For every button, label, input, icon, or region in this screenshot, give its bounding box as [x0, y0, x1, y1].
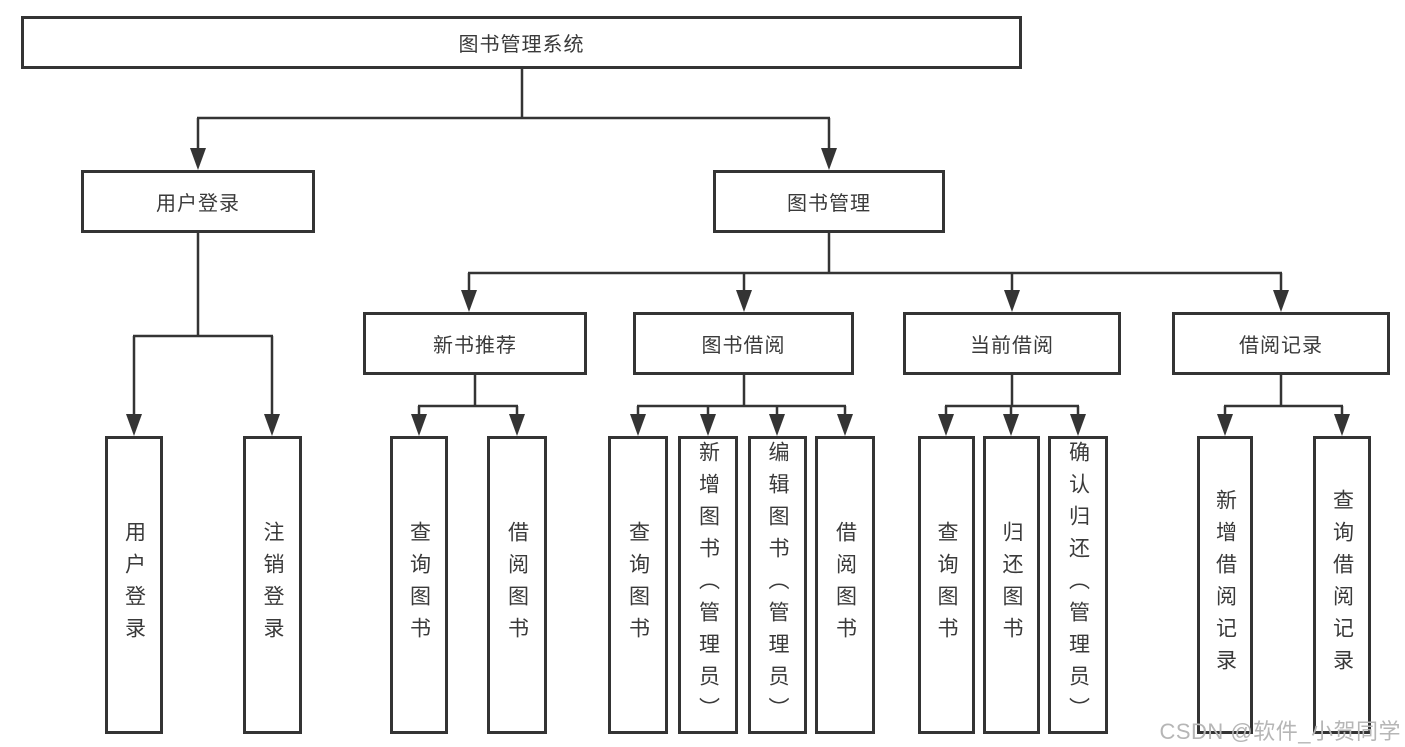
node-new-book-recommend: 新书推荐 [363, 312, 587, 375]
leaf-borrow-books-label: 借阅图书 [833, 521, 857, 649]
leaf-logout-label: 注销登录 [261, 521, 284, 649]
node-library-management-system: 图书管理系统 [21, 16, 1022, 69]
leaf-confirm-return-admin-label: 确认归还（管理员） [1066, 441, 1090, 729]
leaf-query-books-borrow: 查询图书 [608, 436, 668, 734]
leaf-edit-books-admin: 编辑图书（管理员） [748, 436, 807, 734]
node-borrow-records: 借阅记录 [1172, 312, 1390, 375]
leaf-query-books-current-label: 查询图书 [935, 521, 958, 649]
leaf-query-books-recommend-label: 查询图书 [407, 521, 431, 649]
csdn-watermark: CSDN @软件_小贺同学 [1159, 719, 1401, 744]
leaf-user-login: 用户登录 [105, 436, 163, 734]
node-current-borrow: 当前借阅 [903, 312, 1121, 375]
leaf-return-books: 归还图书 [983, 436, 1040, 734]
leaf-return-books-label: 归还图书 [1000, 521, 1023, 649]
leaf-query-borrow-record-label: 查询借阅记录 [1330, 489, 1354, 681]
leaf-add-borrow-record: 新增借阅记录 [1197, 436, 1253, 734]
node-book-borrow: 图书借阅 [633, 312, 854, 375]
leaf-query-borrow-record: 查询借阅记录 [1313, 436, 1371, 734]
leaf-user-login-label: 用户登录 [122, 521, 146, 649]
leaf-query-books-recommend: 查询图书 [390, 436, 448, 734]
leaf-add-borrow-record-label: 新增借阅记录 [1213, 489, 1237, 681]
node-book-management: 图书管理 [713, 170, 945, 233]
leaf-borrow-books-recommend: 借阅图书 [487, 436, 547, 734]
leaf-logout: 注销登录 [243, 436, 302, 734]
leaf-add-books-admin: 新增图书（管理员） [678, 436, 738, 734]
leaf-query-books-current: 查询图书 [918, 436, 975, 734]
leaf-borrow-books-recommend-label: 借阅图书 [505, 521, 529, 649]
leaf-confirm-return-admin: 确认归还（管理员） [1048, 436, 1108, 734]
leaf-edit-books-admin-label: 编辑图书（管理员） [766, 441, 789, 729]
leaf-add-books-admin-label: 新增图书（管理员） [696, 441, 720, 729]
leaf-query-books-borrow-label: 查询图书 [626, 521, 650, 649]
leaf-borrow-books: 借阅图书 [815, 436, 875, 734]
node-user-login: 用户登录 [81, 170, 315, 233]
